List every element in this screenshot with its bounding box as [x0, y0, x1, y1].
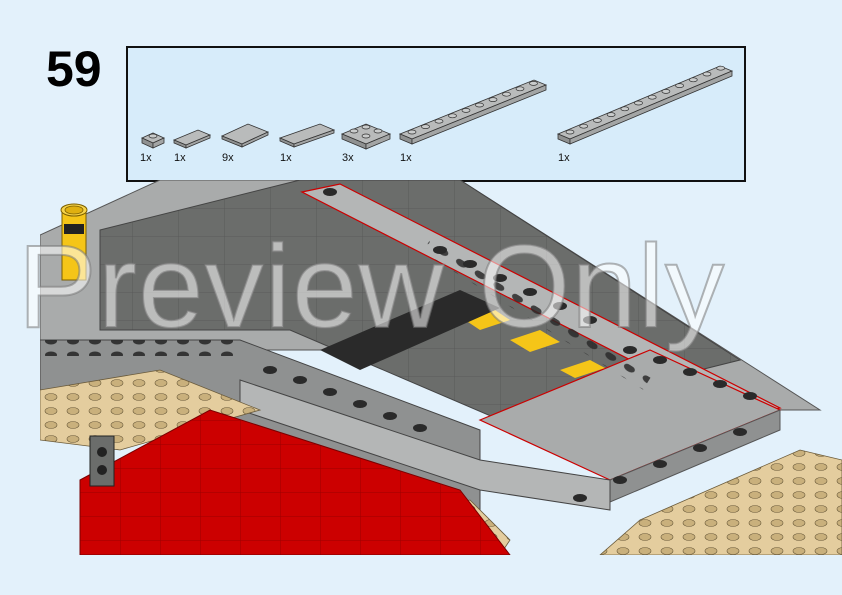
- tile-2x2-icon: [220, 118, 270, 150]
- plate-1x10-icon: [398, 72, 548, 150]
- build-illustration: [39, 179, 842, 556]
- plate-2x2-icon: [340, 116, 392, 152]
- part-qty: 1x: [280, 152, 292, 164]
- tile-1x2-icon: [172, 126, 212, 150]
- part-qty: 1x: [174, 152, 186, 164]
- plate-1x12-icon: [556, 58, 734, 150]
- step-number: 59: [46, 41, 102, 97]
- part-qty: 3x: [342, 152, 354, 164]
- part-qty: 1x: [140, 152, 152, 164]
- parts-list-box: 1x 1x 9x 1x: [126, 46, 746, 182]
- part-qty: 1x: [400, 152, 412, 164]
- part-qty: 1x: [558, 152, 570, 164]
- plate-1x1-icon: [140, 128, 166, 150]
- part-qty: 9x: [222, 152, 234, 164]
- tile-1x4-icon: [278, 120, 336, 150]
